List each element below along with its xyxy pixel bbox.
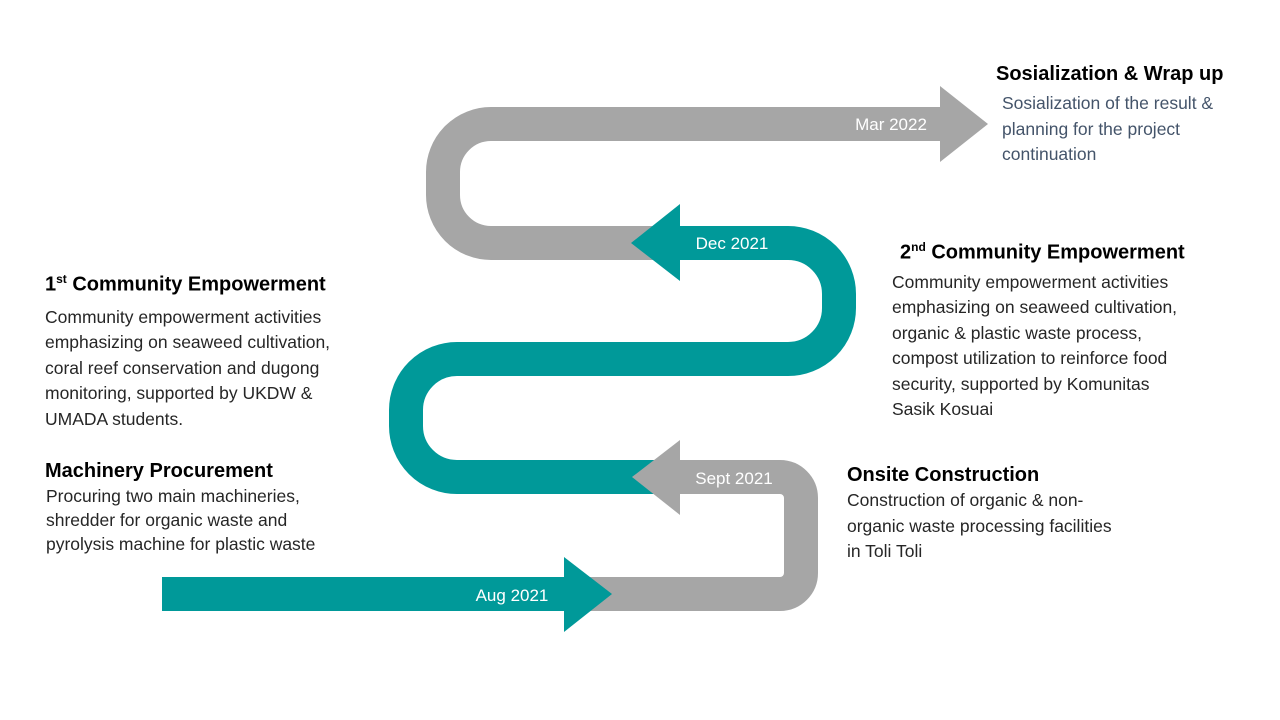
title-ordinal: nd bbox=[911, 240, 926, 254]
arrow-head-sept-2021 bbox=[632, 440, 680, 515]
date-label-dec-2021: Dec 2021 bbox=[696, 234, 769, 253]
milestone-machinery-procurement: Machinery Procurement Procuring two main… bbox=[45, 458, 315, 556]
date-label-sept-2021: Sept 2021 bbox=[695, 469, 773, 488]
milestone-onsite-construction: Onsite Construction Construction of orga… bbox=[847, 462, 1112, 565]
milestone-title: Machinery Procurement bbox=[45, 460, 273, 482]
title-text: Community Empowerment bbox=[66, 273, 326, 296]
milestone-description: Sosialization of the result & planning f… bbox=[1002, 93, 1214, 164]
title-number: 1 bbox=[45, 273, 57, 296]
date-label-mar-2022: Mar 2022 bbox=[855, 115, 927, 134]
milestone-description: Community empowerment activities emphasi… bbox=[45, 306, 331, 429]
arrow-head-dec-2021 bbox=[631, 204, 680, 281]
title-number: 2 bbox=[900, 241, 912, 264]
arrow-head-mar-2022 bbox=[940, 86, 988, 162]
milestone-second-community-empowerment: 2nd Community Empowerment Community empo… bbox=[892, 234, 1185, 423]
milestone-title: 1st Community Empowerment bbox=[45, 266, 330, 298]
milestone-title: 2nd Community Empowerment bbox=[900, 234, 1185, 266]
milestone-description: Community empowerment activities emphasi… bbox=[892, 271, 1178, 420]
milestone-description: Construction of organic & non- organic w… bbox=[847, 490, 1112, 561]
title-ordinal: st bbox=[56, 272, 67, 286]
road-segment-dec-mar bbox=[426, 107, 950, 260]
milestone-title: Sosialization & Wrap up bbox=[996, 63, 1224, 85]
milestone-first-community-empowerment: 1st Community Empowerment Community empo… bbox=[45, 266, 330, 432]
road-segment-sept-dec bbox=[389, 226, 856, 494]
title-text: Community Empowerment bbox=[925, 241, 1185, 264]
milestone-description: Procuring two main machineries, shredder… bbox=[46, 486, 316, 554]
milestone-title: Onsite Construction bbox=[847, 464, 1040, 486]
road-segment-aug-sept bbox=[560, 460, 818, 611]
date-label-aug-2021: Aug 2021 bbox=[476, 586, 549, 605]
milestone-sosialization-wrap-up: Sosialization & Wrap up Sosialization of… bbox=[996, 61, 1223, 168]
arrow-head-aug-2021 bbox=[564, 557, 612, 632]
